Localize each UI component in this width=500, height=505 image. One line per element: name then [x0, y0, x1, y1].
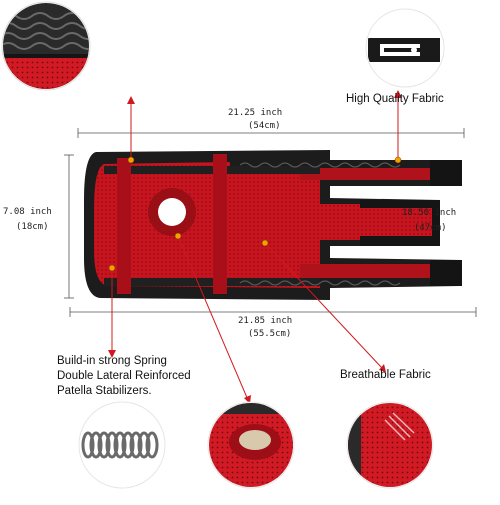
- patella-pad-closeup-circle: [207, 401, 295, 489]
- bottom-length-cm: (55.5cm): [248, 329, 292, 339]
- breathable-fabric-closeup-circle: [346, 401, 434, 489]
- label-spring-line3: Patella Stabilizers.: [57, 385, 152, 397]
- bottom-length-inch: 21.85 inch: [238, 316, 293, 326]
- knee-brace: [84, 150, 462, 300]
- pointer-arrowheads: [108, 90, 402, 404]
- label-spring-line2: Double Lateral Reinforced: [57, 370, 191, 382]
- height-cm: (18cm): [16, 222, 49, 232]
- label-breathable-fabric: Breathable Fabric: [340, 369, 431, 381]
- arm-length-cm: (47cm): [414, 223, 447, 233]
- spring-closeup-circle: [78, 401, 166, 489]
- pointer-lines: [111, 96, 399, 401]
- height-inch: 7.08 inch: [3, 207, 52, 217]
- top-length-cm: (54cm): [248, 121, 281, 131]
- label-spring-line1: Build-in strong Spring: [57, 355, 167, 367]
- arm-length-inch: 18.50 inch: [402, 208, 457, 218]
- strap-closeup-circle: [365, 8, 445, 88]
- fabric-closeup-circle: [1, 1, 91, 91]
- pointer-dots: [108, 156, 402, 272]
- label-high-quality-fabric: High Quality Fabric: [346, 93, 444, 105]
- top-length-inch: 21.25 inch: [228, 108, 283, 118]
